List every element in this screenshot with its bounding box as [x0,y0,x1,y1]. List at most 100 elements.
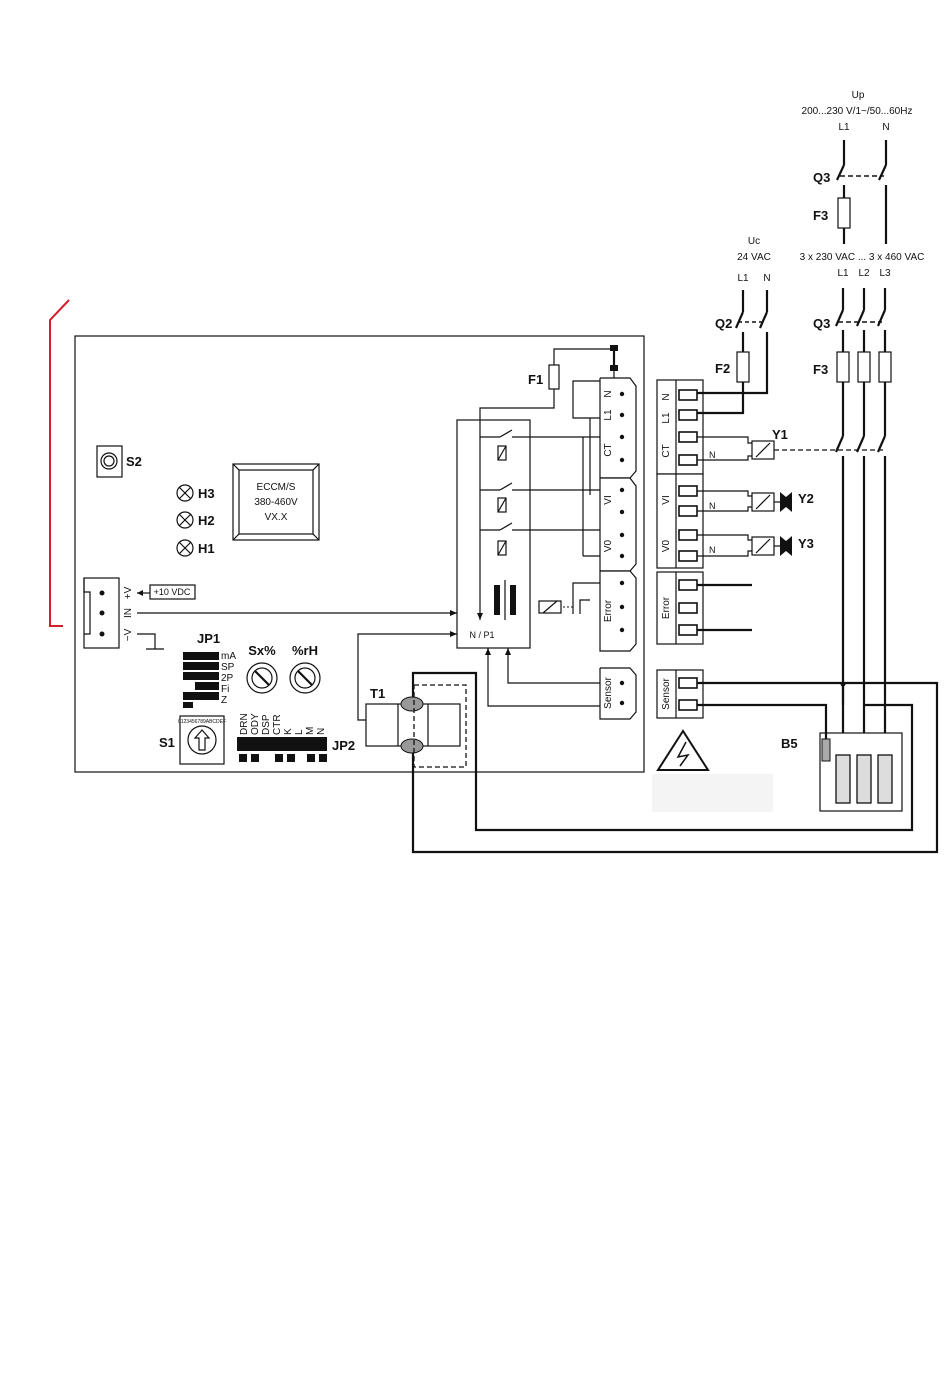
up-q3-breaker [836,140,888,244]
heater-block [819,732,903,812]
sx-potentiometer-icon [246,662,278,694]
jp2-opt-5: L [294,729,305,735]
q3-bottom-label: Q3 [813,316,830,331]
jp1-jumpers [183,652,219,708]
q3-top-label: Q3 [813,170,830,185]
terminal-in: IN [123,608,134,618]
up-n: N [882,122,889,133]
q2-label: Q2 [715,316,732,331]
f1-fuse [548,364,560,390]
relay-contacts [477,420,600,620]
sx-label: Sx% [248,643,276,658]
s2-label: S2 [126,454,142,469]
h3-label: H3 [198,486,215,501]
np1-label: N / P1 [469,630,494,640]
uc-l1: L1 [737,273,749,284]
terminal-plus-v: +V [123,586,134,599]
jp2-opt-6: M [305,727,316,735]
f3-bottom-label: F3 [813,362,828,377]
uc-q2-breaker [697,290,769,415]
s1-rotary-switch-icon [179,715,225,765]
y3-label: Y3 [798,536,814,551]
s1-label: S1 [159,735,175,750]
inner-v0: V0 [603,539,614,552]
three-phase-q3-f3 [834,288,892,755]
chip [232,463,320,541]
inner-l1: L1 [603,409,614,421]
f1-label: F1 [528,372,543,387]
outer-vi: VI [661,495,672,504]
s2-button [96,445,123,478]
inner-sensor: Sensor [603,676,614,708]
rh-potentiometer-icon [289,662,321,694]
three-phase-l3: L3 [879,268,891,279]
uc-spec: 24 VAC [737,252,771,263]
inner-terminal-strip [599,377,637,720]
inner-error: Error [603,599,614,622]
three-phase-l1: L1 [837,268,849,279]
y1-coil [751,440,884,460]
chip-line2: 380-460V [254,497,298,508]
f2-label: F2 [715,361,730,376]
jp1-opt-2: 2P [221,673,234,684]
h2-label: H2 [198,513,215,528]
jp1-opt-4: Z [221,695,227,706]
relay-module [456,419,531,649]
analog-terminal [83,577,120,649]
f1-link [610,345,618,371]
jp1-opt-3: Fi [221,684,229,695]
outer-l1: L1 [661,412,672,424]
y3-valve-icon [751,536,792,556]
up-spec: 200...230 V/1~/50...60Hz [802,106,913,117]
y1-label: Y1 [772,427,788,442]
n-mark-vi: N [709,501,716,511]
jp2-opt-0: DRN [239,713,250,735]
inner-ct: CT [603,443,614,456]
n-mark-ct: N [709,450,716,460]
y2-valve-icon [751,492,792,512]
outer-ct: CT [661,444,672,457]
red-bracket [49,299,70,627]
inner-terminal-dots [619,391,625,706]
inner-vi: VI [603,495,614,504]
chip-line1: ECCM/S [257,482,296,493]
f3-top-label: F3 [813,208,828,223]
led-h2-icon [176,511,194,529]
jp1-label: JP1 [197,631,220,646]
controller-board [74,335,645,773]
uc-n: N [763,273,770,284]
jp1-opt-0: mA [221,651,236,662]
jp2-opt-4: K [283,728,294,735]
rh-label: %rH [292,643,318,658]
led-h1-icon [176,539,194,557]
terminal-minus-v: −V [123,628,134,641]
up-l1: L1 [838,122,850,133]
error-relay [538,582,600,614]
y2-label: Y2 [798,491,814,506]
three-phase-l2: L2 [858,268,870,279]
jp2-label: JP2 [332,738,355,753]
jp2-jumpers [237,737,327,762]
vdc-box [149,584,196,600]
vdc-label: +10 VDC [154,587,191,597]
t1-label: T1 [370,686,385,701]
jp2-opt-2: DSP [261,714,272,735]
three-phase-spec: 3 x 230 VAC ... 3 x 460 VAC [800,252,925,263]
jp1-opt-1: SP [221,662,235,673]
up-label: Up [852,90,865,101]
jp2-opt-1: ODY [250,713,261,735]
jp2-opt-3: CTR [272,714,283,735]
n-mark-vo: N [709,545,716,555]
shaded-area [652,774,773,812]
warning-icon [656,729,710,771]
outer-v0: V0 [661,539,672,552]
t1-transformer [365,684,467,768]
s1-dial-chars: 0123456789ABCDEF [178,719,226,725]
jp2-opt-7: N [316,728,327,735]
outer-sensor: Sensor [661,677,672,709]
led-h3-icon [176,484,194,502]
outer-n: N [661,393,672,400]
chip-line3: VX.X [265,512,288,523]
h1-label: H1 [198,541,215,556]
